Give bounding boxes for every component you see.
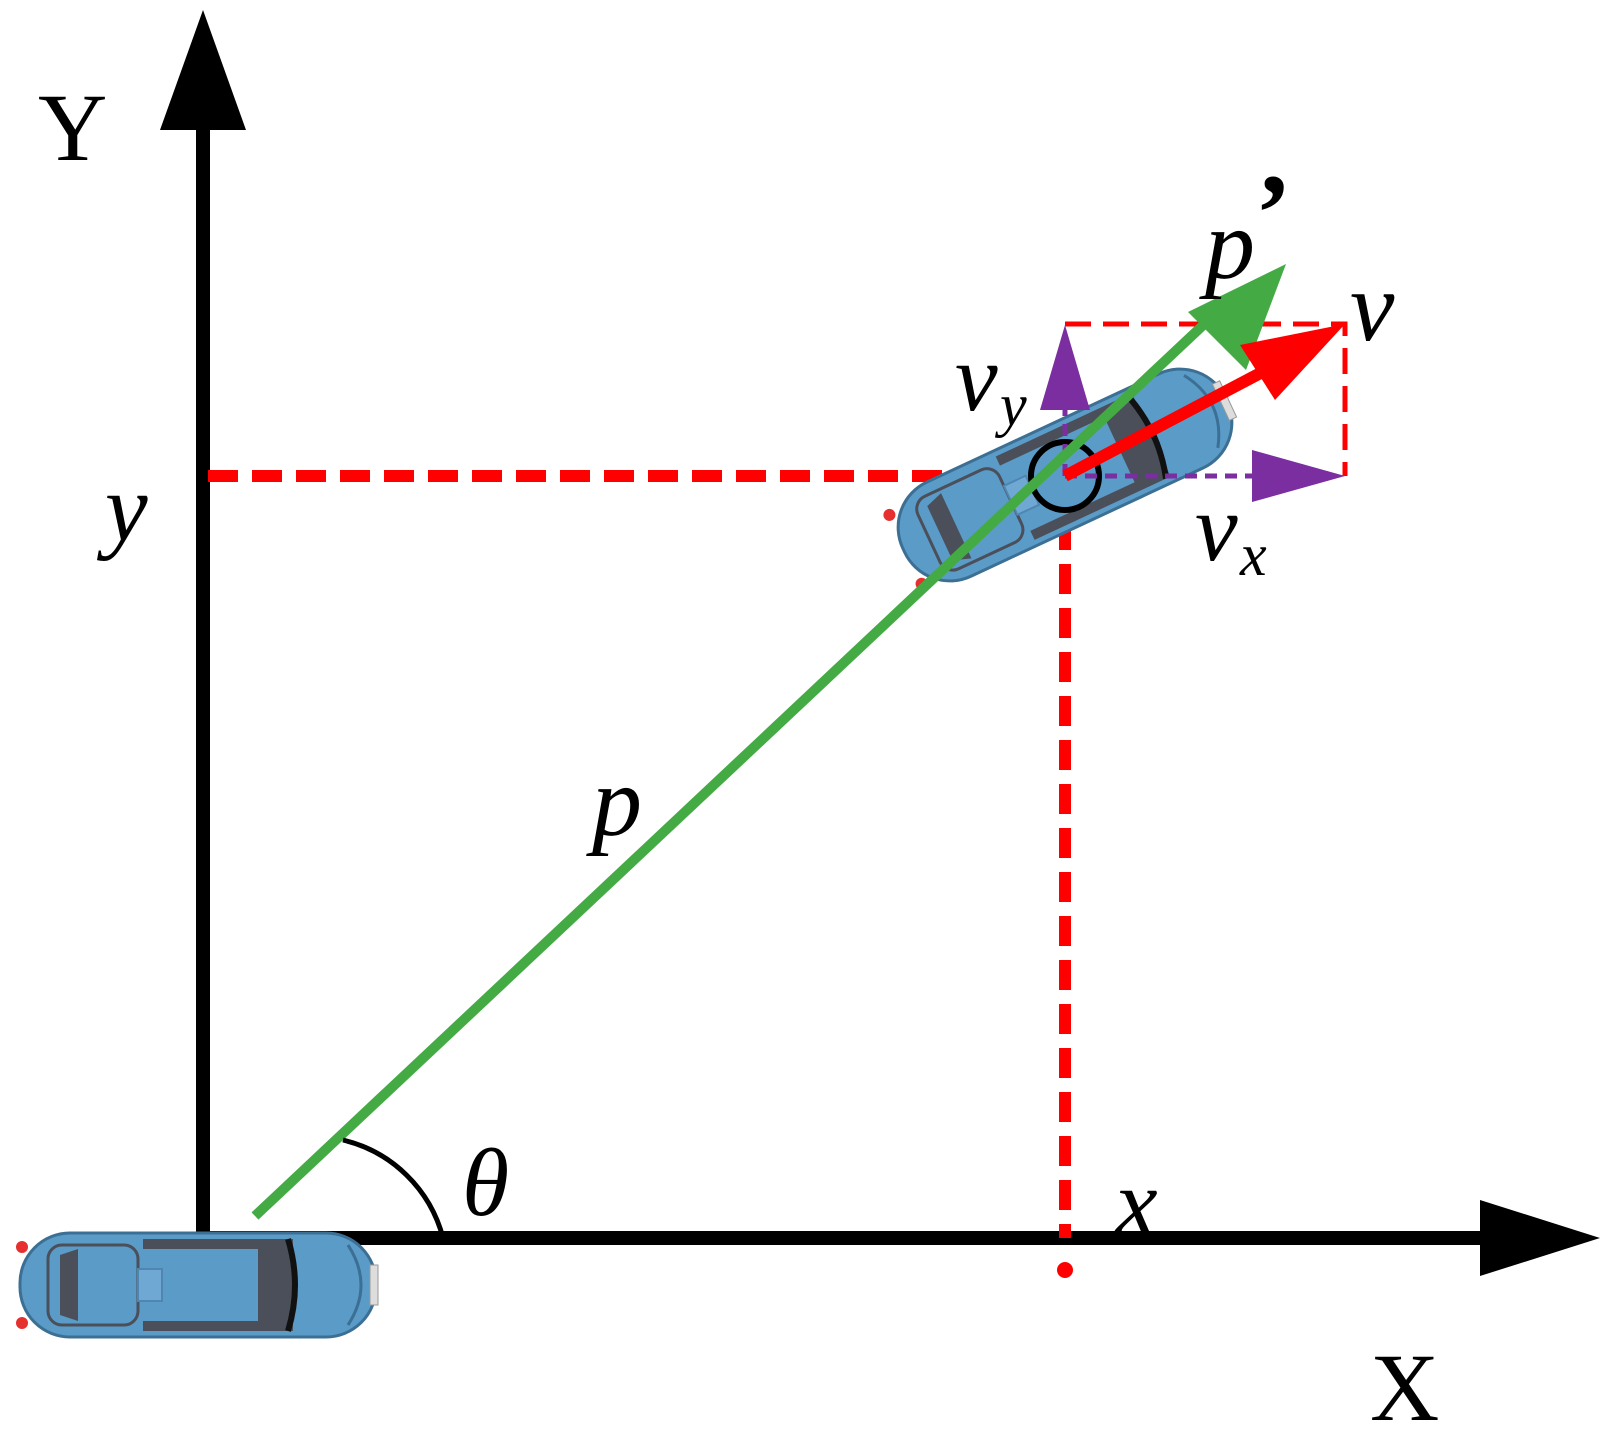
axis-x-label: X bbox=[1370, 1334, 1439, 1441]
range-prime-arrowhead bbox=[1188, 264, 1286, 370]
x-axis-arrowhead bbox=[1480, 1200, 1600, 1276]
vx-label-sub: x bbox=[1239, 522, 1267, 588]
range-label: p bbox=[586, 746, 642, 857]
vy-label: v y bbox=[955, 324, 1027, 438]
range-line bbox=[251, 294, 1236, 1220]
range-prime-label: p bbox=[1199, 189, 1255, 300]
x-projection-point bbox=[1057, 1262, 1073, 1278]
vy-arrowhead bbox=[1040, 325, 1090, 410]
ego-car-icon bbox=[16, 1233, 378, 1337]
vy-label-sub: y bbox=[994, 372, 1027, 438]
range-prime-mark: ’ bbox=[1255, 152, 1292, 274]
axis-y-label: Y bbox=[38, 74, 107, 181]
velocity-arrow-line bbox=[1062, 362, 1273, 482]
vy-label-base: v bbox=[955, 324, 998, 431]
coord-x-label: x bbox=[1113, 1149, 1158, 1256]
velocity-arrowhead bbox=[1240, 324, 1345, 400]
target-center-marker bbox=[1028, 439, 1102, 513]
angle-label: θ bbox=[462, 1129, 509, 1236]
vx-label: v x bbox=[1195, 474, 1267, 588]
vx-arrowhead bbox=[1252, 450, 1345, 502]
y-axis-arrowhead bbox=[160, 10, 246, 130]
velocity-label: v bbox=[1350, 251, 1395, 362]
coord-y-label: y bbox=[96, 454, 148, 561]
vx-label-base: v bbox=[1195, 474, 1238, 581]
angle-arc bbox=[342, 1137, 446, 1239]
